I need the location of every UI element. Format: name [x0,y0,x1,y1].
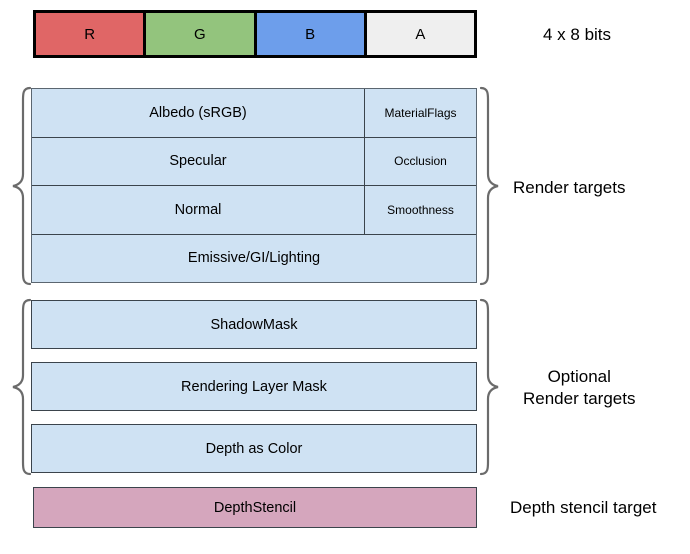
optional-render-target-label: Rendering Layer Mask [181,378,327,395]
optional-render-targets-caption: Optional Render targets [523,367,636,408]
depth-stencil-label: DepthStencil [213,499,297,516]
render-targets-left-brace [10,86,32,286]
optional-render-target-bar: ShadowMask [31,300,477,349]
optional-render-targets-right-brace [479,298,501,476]
channel-cell-r: R [36,13,147,55]
channel-cell-b: B [256,13,367,55]
render-targets-caption: Render targets [513,178,626,197]
optional-render-target-label: Depth as Color [205,440,303,457]
render-target-main-cell: Albedo (sRGB) [32,89,365,137]
channel-label-g: G [194,25,206,43]
optional-render-target-bar: Depth as Color [31,424,477,473]
optional-render-target-bar: Rendering Layer Mask [31,362,477,411]
optional-render-targets-left-brace [10,298,32,476]
optional-render-target-label: ShadowMask [210,316,298,333]
render-targets-table: Albedo (sRGB) MaterialFlags Specular Occ… [31,88,477,283]
channel-cell-a: A [366,13,474,55]
render-target-row: Specular Occlusion [32,137,476,186]
render-target-side-cell: Occlusion [394,154,447,169]
render-target-row: Albedo (sRGB) MaterialFlags [32,89,476,138]
channel-bar-caption: 4 x 8 bits [543,25,612,44]
render-target-side-cell: MaterialFlags [384,105,457,120]
render-target-side-cell: Smoothness [387,202,454,217]
render-target-main-cell: Emissive/GI/Lighting [187,250,321,267]
rgba-channel-bar: R G B A [33,10,477,58]
channel-label-r: R [84,25,96,43]
render-target-row: Normal Smoothness [32,186,476,235]
channel-cell-g: G [146,13,257,55]
render-target-main-cell: Normal [32,186,365,234]
depth-stencil-bar: DepthStencil [33,487,477,528]
render-target-main-cell: Specular [32,137,365,185]
channel-label-a: A [415,25,426,43]
depth-stencil-caption: Depth stencil target [510,498,657,517]
channel-label-b: B [305,25,316,43]
render-target-row: Emissive/GI/Lighting [32,235,476,283]
render-targets-right-brace [479,86,501,286]
